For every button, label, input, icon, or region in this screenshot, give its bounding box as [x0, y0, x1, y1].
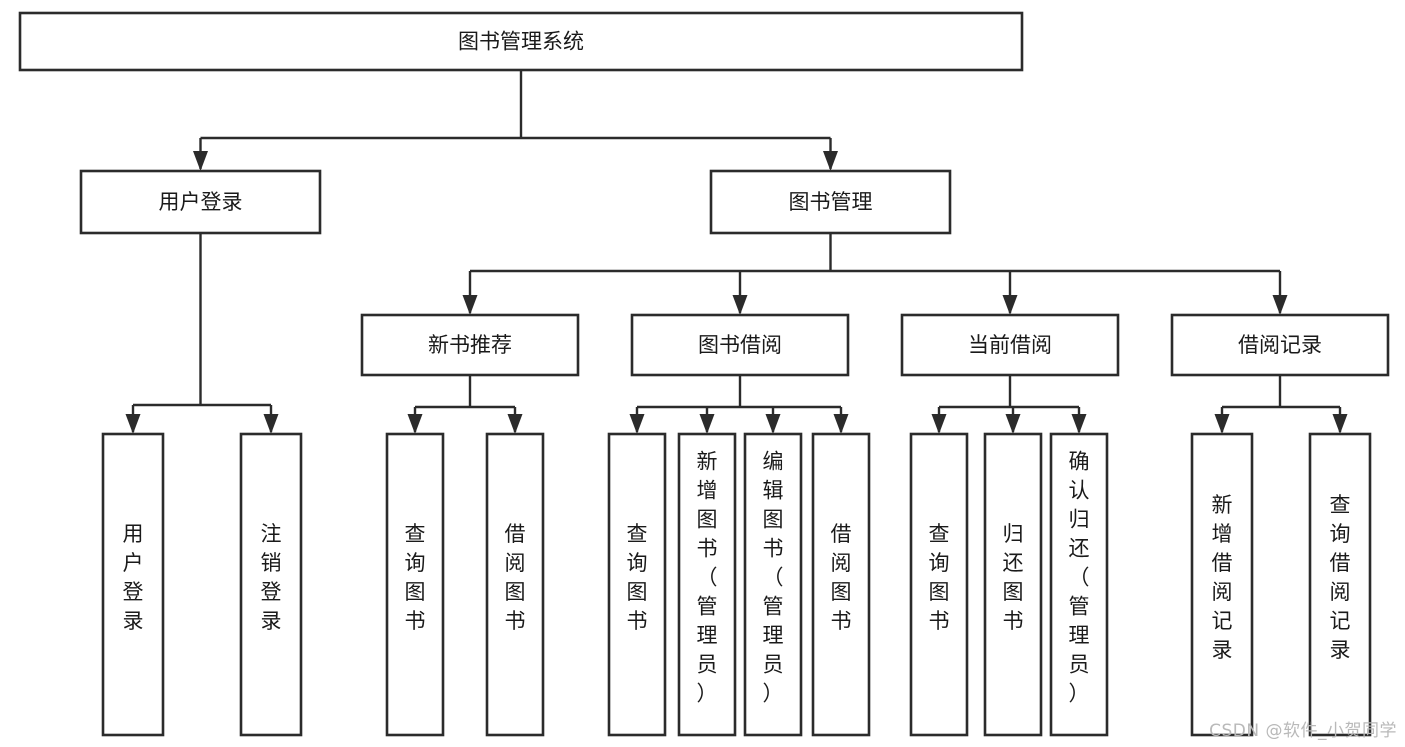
- edge-arrowhead: [931, 414, 947, 434]
- edges-图书借阅-to-leaves: [629, 375, 849, 434]
- edge-arrowhead: [823, 151, 838, 171]
- node-box: [1049, 432, 1109, 737]
- edge-arrowhead: [1214, 414, 1230, 434]
- node-level2-当前借阅[interactable]: 当前借阅: [900, 313, 1120, 377]
- node-label: 借阅图书: [831, 522, 852, 633]
- node-leaf-借阅图书[interactable]: 借阅图书: [485, 432, 545, 737]
- node-leaf-查询图书[interactable]: 查询图书: [607, 432, 667, 737]
- node-label: 图书管理: [789, 190, 873, 214]
- node-label: 查询图书: [627, 522, 648, 633]
- edge-arrowhead: [833, 414, 849, 434]
- node-box: [743, 432, 803, 737]
- node-label: 编辑图书（管理员）: [763, 450, 784, 706]
- edge-arrowhead: [1005, 414, 1021, 434]
- node-level2-借阅记录[interactable]: 借阅记录: [1170, 313, 1390, 377]
- node-leaf-编辑图书管理员[interactable]: 编辑图书（管理员）: [743, 432, 803, 737]
- edge-arrowhead: [125, 414, 141, 434]
- edges-bookmgmt-to-level2: [462, 233, 1288, 315]
- edge-arrowhead: [462, 295, 478, 315]
- edge-arrowhead: [732, 295, 748, 315]
- edge-arrowhead: [407, 414, 423, 434]
- node-label: 借阅记录: [1238, 333, 1322, 357]
- node-label: 查询借阅记录: [1330, 493, 1351, 662]
- node-label: 新书推荐: [428, 333, 512, 357]
- node-box: [607, 432, 667, 737]
- node-label: 当前借阅: [968, 333, 1052, 357]
- edge-arrowhead: [629, 414, 645, 434]
- node-label: 归还图书: [1003, 522, 1024, 633]
- edge-arrowhead: [507, 414, 523, 434]
- node-box: [630, 313, 850, 377]
- edge-arrowhead: [263, 414, 279, 434]
- node-box: [1170, 313, 1390, 377]
- node-box: [709, 169, 952, 235]
- node-level1-图书管理[interactable]: 图书管理: [709, 169, 952, 235]
- node-box: [900, 313, 1120, 377]
- node-label: 用户登录: [123, 522, 144, 633]
- node-label: 借阅图书: [505, 522, 526, 633]
- edge-arrowhead: [1332, 414, 1348, 434]
- node-label: 新增借阅记录: [1212, 493, 1233, 662]
- edge-arrowhead: [765, 414, 781, 434]
- edges-当前借阅-to-leaves: [931, 375, 1087, 434]
- edges-layer: [125, 70, 1348, 434]
- node-label: 图书管理系统: [458, 30, 584, 54]
- node-box: [811, 432, 871, 737]
- edge-arrowhead: [1002, 295, 1018, 315]
- node-level1-用户登录[interactable]: 用户登录: [79, 169, 322, 235]
- nodes-layer: 图书管理系统用户登录图书管理新书推荐图书借阅当前借阅借阅记录用户登录注销登录查询…: [18, 11, 1390, 737]
- node-label: 图书借阅: [698, 333, 782, 357]
- node-box: [677, 432, 737, 737]
- edges-userlogin-to-leaves: [125, 233, 279, 434]
- node-box: [909, 432, 969, 737]
- edge-arrowhead: [1272, 295, 1288, 315]
- node-leaf-查询图书[interactable]: 查询图书: [385, 432, 445, 737]
- node-label: 新增图书（管理员）: [697, 450, 718, 706]
- node-box: [1190, 432, 1254, 737]
- node-box: [983, 432, 1043, 737]
- watermark-text: CSDN @软件_小贺同学: [1209, 721, 1397, 741]
- node-leaf-新增图书管理员[interactable]: 新增图书（管理员）: [677, 432, 737, 737]
- node-leaf-注销登录[interactable]: 注销登录: [239, 432, 303, 737]
- edges-借阅记录-to-leaves: [1214, 375, 1348, 434]
- node-level2-图书借阅[interactable]: 图书借阅: [630, 313, 850, 377]
- node-leaf-确认归还管理员[interactable]: 确认归还（管理员）: [1049, 432, 1109, 737]
- node-leaf-用户登录[interactable]: 用户登录: [101, 432, 165, 737]
- node-leaf-新增借阅记录[interactable]: 新增借阅记录: [1190, 432, 1254, 737]
- edge-arrowhead: [1071, 414, 1087, 434]
- node-box: [18, 11, 1024, 72]
- node-box: [385, 432, 445, 737]
- node-leaf-查询图书[interactable]: 查询图书: [909, 432, 969, 737]
- node-leaf-归还图书[interactable]: 归还图书: [983, 432, 1043, 737]
- node-leaf-查询借阅记录[interactable]: 查询借阅记录: [1308, 432, 1372, 737]
- edges-root-to-level1: [193, 70, 838, 171]
- node-label: 查询图书: [405, 522, 426, 633]
- edge-arrowhead: [699, 414, 715, 434]
- edges-新书推荐-to-leaves: [407, 375, 523, 434]
- node-box: [1308, 432, 1372, 737]
- node-box: [101, 432, 165, 737]
- node-label: 查询图书: [929, 522, 950, 633]
- node-leaf-借阅图书[interactable]: 借阅图书: [811, 432, 871, 737]
- node-box: [79, 169, 322, 235]
- node-label: 用户登录: [159, 190, 243, 214]
- node-label: 注销登录: [261, 522, 282, 633]
- node-box: [360, 313, 580, 377]
- node-box: [485, 432, 545, 737]
- node-box: [239, 432, 303, 737]
- node-level2-新书推荐[interactable]: 新书推荐: [360, 313, 580, 377]
- node-label: 确认归还（管理员）: [1069, 450, 1090, 706]
- node-root-图书管理系统[interactable]: 图书管理系统: [18, 11, 1024, 72]
- edge-arrowhead: [193, 151, 208, 171]
